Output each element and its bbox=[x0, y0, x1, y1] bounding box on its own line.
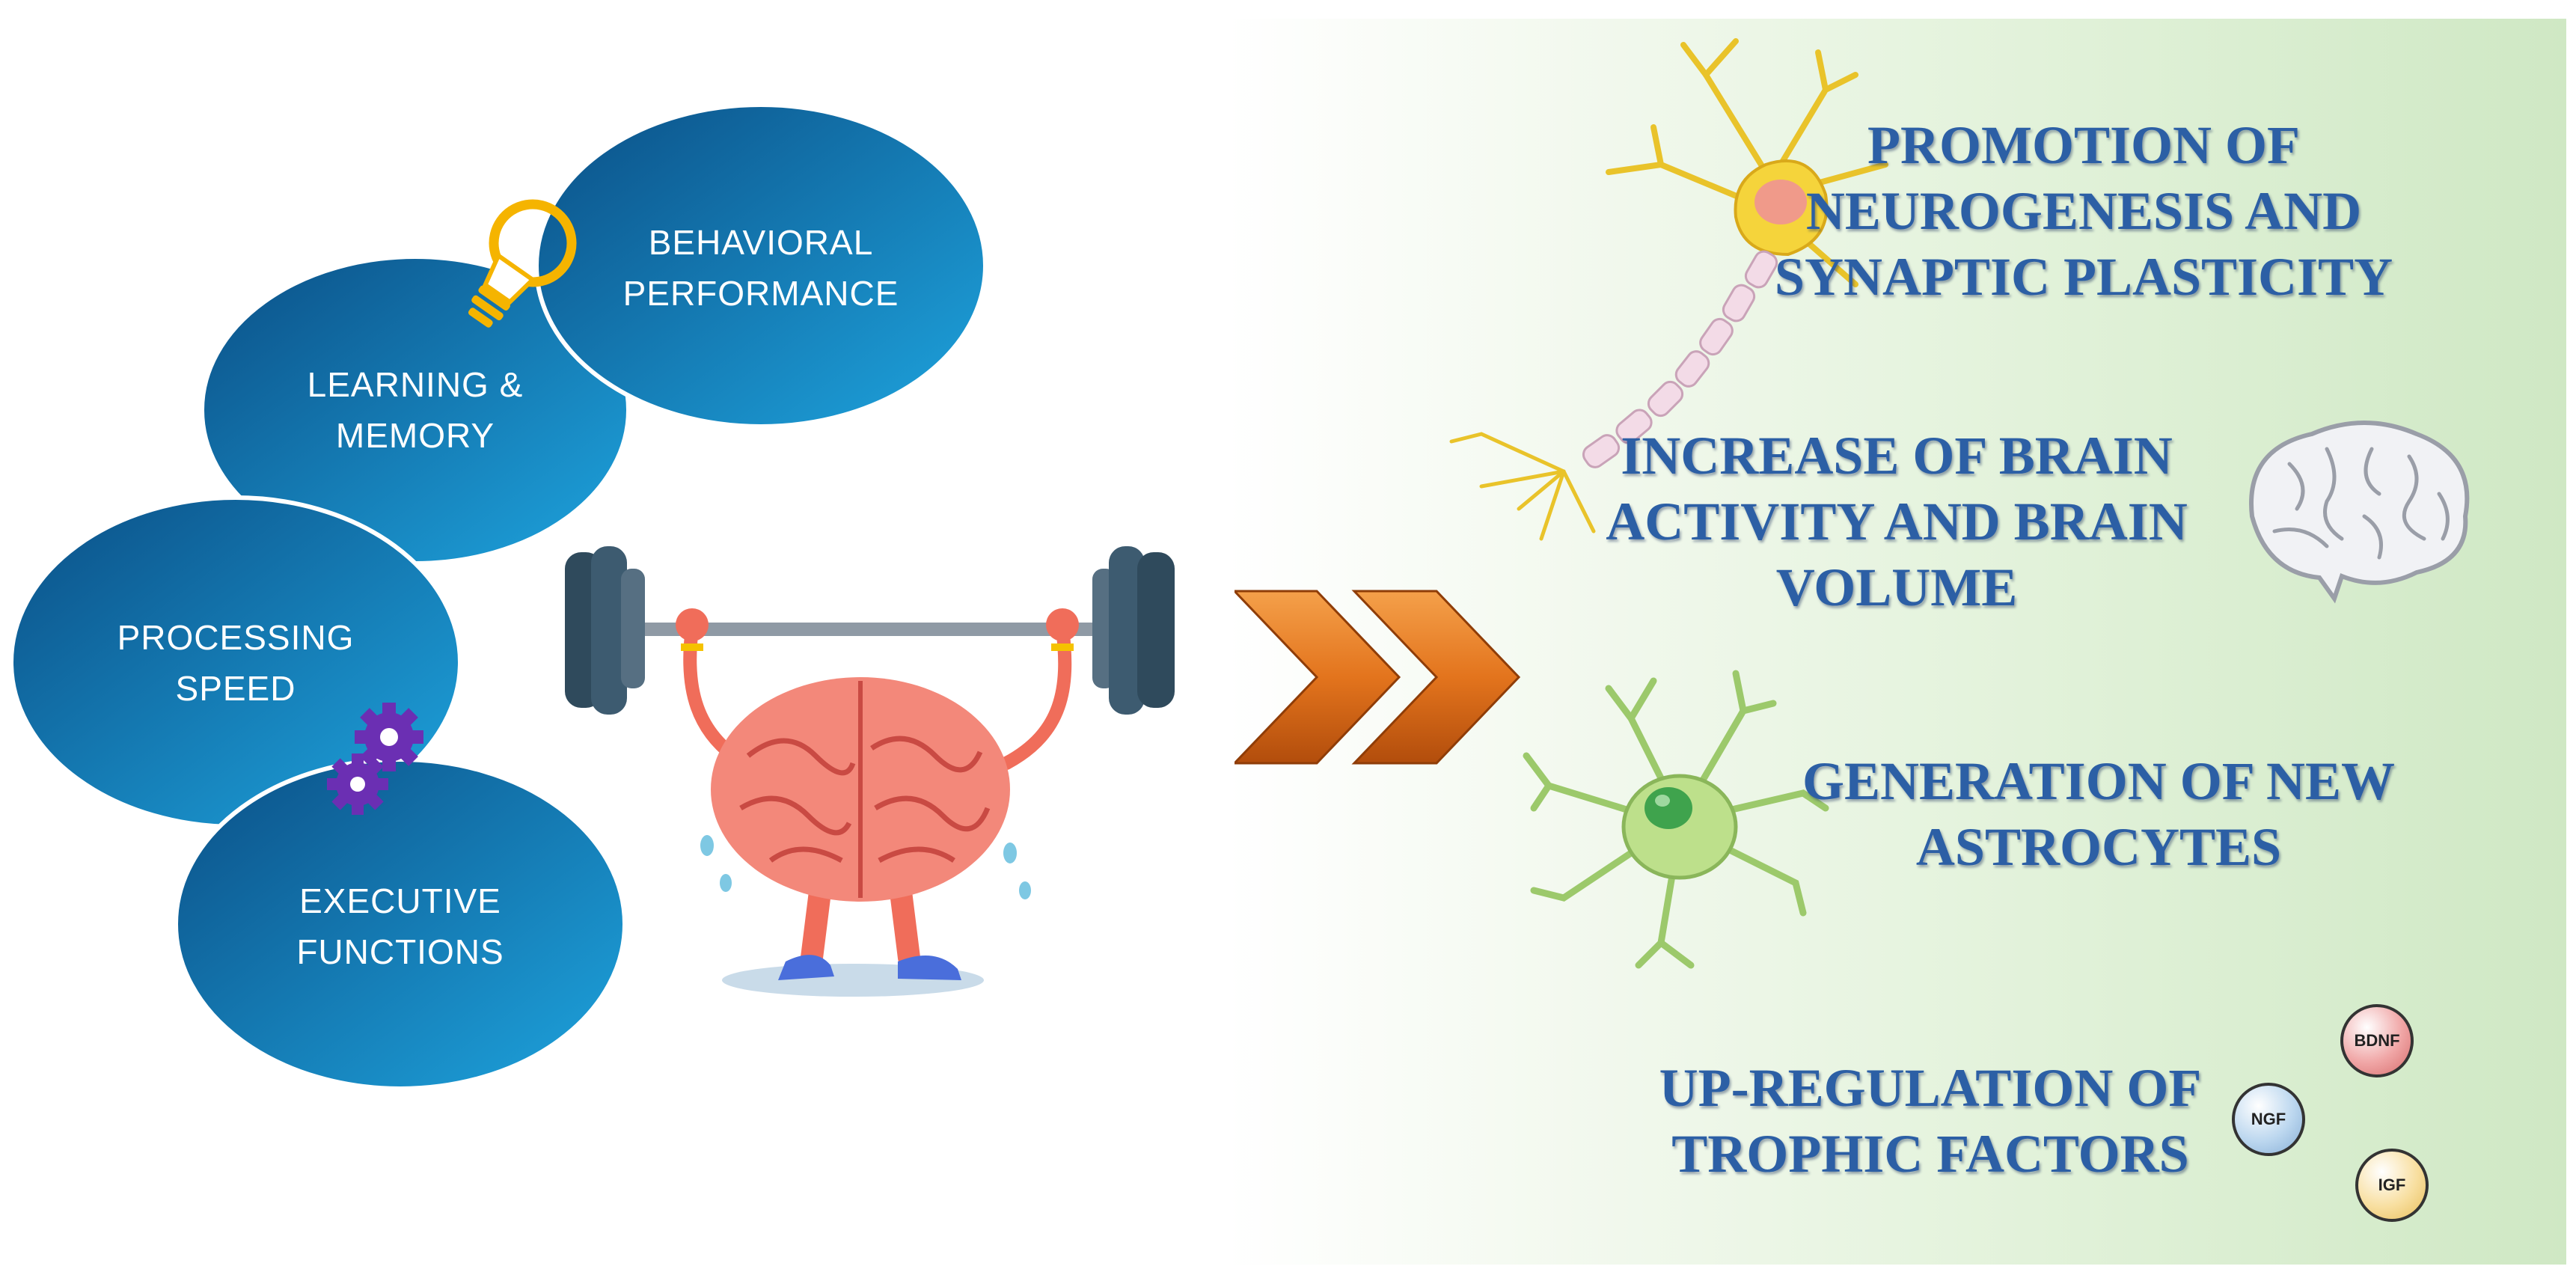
ngf-badge: NGF bbox=[2232, 1083, 2305, 1156]
astrocyte-icon bbox=[1523, 670, 1829, 969]
ngf-label: NGF bbox=[2251, 1110, 2286, 1128]
brain-icon bbox=[2249, 421, 2470, 604]
astrocytes-line-1: GENERATION OF NEW bbox=[1802, 751, 2396, 811]
executive-functions-label: EXECUTIVE FUNCTIONS bbox=[251, 875, 550, 977]
behavioral-performance-line-1: BEHAVIORAL bbox=[648, 223, 874, 262]
processing-speed-line-1: PROCESSING bbox=[117, 618, 355, 657]
double-chevron-arrow-icon bbox=[1235, 590, 1521, 765]
behavioral-performance-label: BEHAVIORAL PERFORMANCE bbox=[611, 217, 911, 319]
brain-body bbox=[711, 677, 1010, 902]
cognitive-bubbles bbox=[9, 103, 988, 1091]
astrocytes-text: GENERATION OF NEW ASTROCYTES bbox=[1781, 748, 2417, 880]
processing-speed-line-2: SPEED bbox=[175, 669, 296, 708]
neurogenesis-line-3: SYNAPTIC PLASTICITY bbox=[1774, 247, 2393, 307]
learning-memory-line-2: MEMORY bbox=[335, 416, 495, 455]
brain-activity-line-1: INCREASE OF BRAIN bbox=[1621, 426, 2173, 486]
sweat-drops bbox=[700, 835, 1031, 899]
brain-activity-line-2: ACTIVITY AND BRAIN bbox=[1606, 492, 2188, 551]
barbell-bar bbox=[587, 623, 1152, 636]
astrocytes-line-2: ASTROCYTES bbox=[1915, 817, 2282, 877]
neurogenesis-text: PROMOTION OF NEUROGENESIS AND SYNAPTIC P… bbox=[1743, 112, 2424, 310]
right-shoe bbox=[898, 956, 961, 980]
gears-icon bbox=[327, 703, 423, 815]
trophic-line-1: UP-REGULATION OF bbox=[1659, 1058, 2202, 1118]
behavioral-performance-line-2: PERFORMANCE bbox=[622, 274, 899, 313]
executive-functions-bubble bbox=[174, 757, 627, 1091]
brain-activity-text: INCREASE OF BRAIN ACTIVITY AND BRAIN VOL… bbox=[1597, 423, 2196, 620]
left-weight-plates bbox=[565, 546, 645, 715]
right-hand bbox=[1046, 608, 1079, 641]
left-shoe bbox=[778, 955, 834, 980]
processing-speed-label: PROCESSING SPEED bbox=[86, 612, 385, 714]
trophic-line-2: TROPHIC FACTORS bbox=[1671, 1124, 2189, 1184]
neuron-icon bbox=[1449, 38, 1888, 541]
lightbulb-icon bbox=[468, 199, 577, 328]
neurogenesis-line-1: PROMOTION OF bbox=[1867, 115, 2300, 175]
executive-functions-line-2: FUNCTIONS bbox=[296, 932, 504, 971]
brain-activity-line-3: VOLUME bbox=[1775, 557, 2018, 617]
executive-functions-line-1: EXECUTIVE bbox=[299, 881, 501, 920]
bdnf-badge: BDNF bbox=[2340, 1004, 2414, 1077]
neurogenesis-line-2: NEUROGENESIS AND bbox=[1805, 181, 2362, 241]
learning-memory-line-1: LEARNING & bbox=[307, 365, 524, 404]
igf-badge: IGF bbox=[2355, 1149, 2429, 1222]
behavioral-performance-bubble bbox=[534, 103, 988, 429]
learning-memory-label: LEARNING & MEMORY bbox=[266, 359, 565, 461]
trophic-text: UP-REGULATION OF TROPHIC FACTORS bbox=[1639, 1055, 2222, 1187]
igf-label: IGF bbox=[2378, 1175, 2406, 1194]
left-hand bbox=[676, 608, 709, 641]
right-weight-plates bbox=[1092, 546, 1175, 715]
brain-lifting-barbell-illustration bbox=[565, 546, 1175, 997]
bdnf-label: BDNF bbox=[2354, 1031, 2400, 1050]
